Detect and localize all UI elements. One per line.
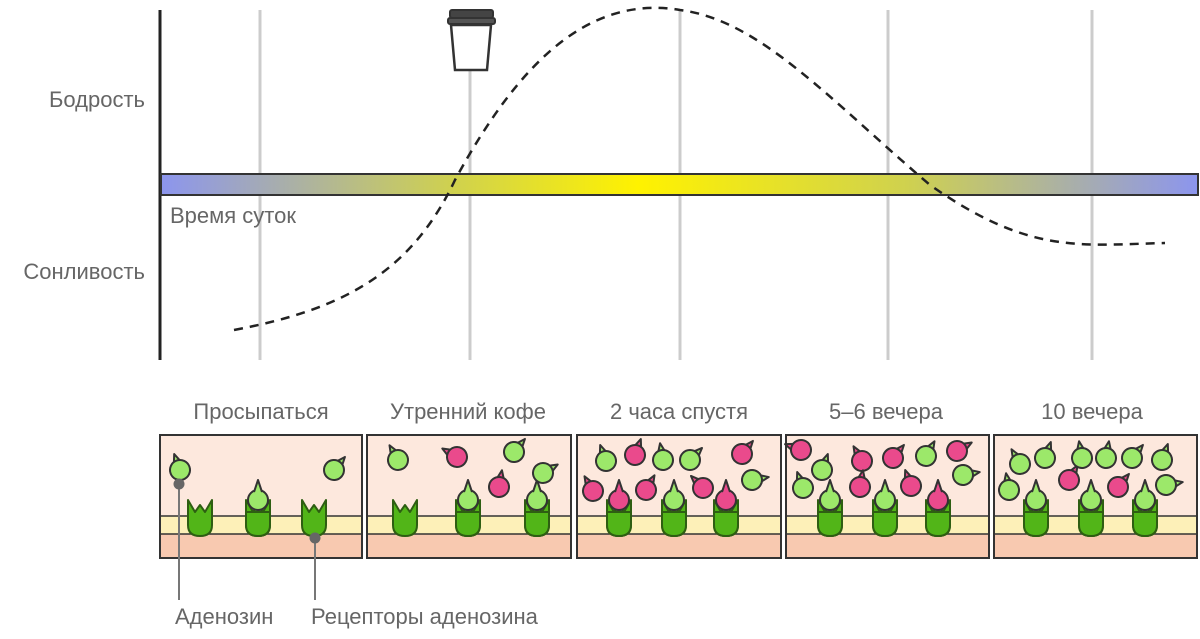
caffeine-molecule	[689, 474, 714, 499]
adenosine-molecule	[679, 446, 704, 471]
adenosine-molecule	[1071, 440, 1093, 469]
adenosine-molecule	[1155, 474, 1184, 496]
adenosine-molecule	[323, 455, 346, 481]
adenosine-molecule	[532, 462, 559, 484]
panel-title-evening: 5–6 вечера	[829, 399, 944, 424]
adenosine-molecule	[952, 464, 981, 486]
adenosine-receptor	[301, 499, 327, 537]
adenosine-molecule	[1034, 441, 1056, 469]
axis-label-alertness: Бодрость	[49, 87, 145, 112]
adenosine-receptor	[817, 499, 843, 538]
adenosine-receptor	[925, 499, 951, 538]
coffee-cup-icon	[447, 9, 496, 72]
receptor-pointer-dot	[309, 532, 321, 544]
time-of-day-label: Время суток	[170, 203, 296, 228]
adenosine-receptor	[872, 499, 898, 538]
adenosine-molecule	[1134, 479, 1156, 511]
adenosine-molecule	[819, 479, 841, 511]
legend-receptors-label: Рецепторы аденозина	[311, 604, 539, 629]
caffeine-molecule	[851, 445, 873, 472]
legend-pointers	[173, 478, 321, 600]
adenosine-molecule	[457, 479, 479, 511]
adenosine-molecule	[247, 479, 269, 511]
time-of-day-bar	[160, 173, 1199, 196]
adenosine-molecule	[792, 471, 814, 499]
adenosine-molecule	[1151, 443, 1173, 471]
adenosine-receptor	[1023, 499, 1049, 538]
adenosine-molecule	[1095, 440, 1117, 469]
adenosine-molecule	[169, 453, 191, 481]
adenosine-receptor	[661, 499, 687, 538]
caffeine-molecule	[488, 469, 510, 498]
caffeine-molecule	[849, 469, 871, 498]
adenosine-receptor	[606, 499, 632, 538]
adenosine-molecule	[526, 479, 548, 511]
panel-title-morning-coffee: Утренний кофе	[390, 399, 546, 424]
caffeine-molecule	[882, 443, 905, 469]
panel-titles: Просыпаться Утренний кофе 2 часа спустя …	[193, 399, 1143, 424]
adenosine-molecule	[741, 469, 770, 491]
adenosine-pointer-dot	[173, 478, 185, 490]
adenosine-receptor	[187, 499, 213, 537]
legend-adenosine-label: Аденозин	[175, 604, 273, 629]
caffeine-molecule	[582, 475, 604, 502]
caffeine-molecule	[1058, 464, 1080, 491]
caffeine-molecule	[731, 439, 754, 465]
adenosine-molecule	[915, 440, 937, 467]
adenosine-molecule	[811, 453, 833, 481]
adenosine-molecule	[998, 472, 1020, 501]
adenosine-receptor	[455, 499, 481, 538]
caffeine-molecule	[608, 479, 630, 511]
caffeine-molecule	[715, 479, 737, 511]
caffeine-molecule	[927, 479, 949, 511]
caffeine-molecule	[1107, 472, 1130, 498]
adenosine-molecule	[1025, 479, 1047, 511]
adenosine-molecule	[1121, 443, 1144, 469]
adenosine-receptor	[245, 499, 271, 538]
caffeine-molecule	[441, 446, 468, 468]
caffeine-molecule	[624, 438, 646, 466]
caffeine-molecule	[900, 469, 922, 497]
adenosine-receptor	[392, 499, 418, 537]
caffeine-molecule	[784, 439, 812, 461]
adenosine-receptor	[1078, 499, 1104, 538]
adenosine-receptor	[713, 499, 739, 538]
alertness-curve	[233, 6, 1166, 332]
receptors	[187, 499, 1158, 538]
caffeine-molecule	[946, 440, 973, 462]
caffeine-molecule	[635, 474, 657, 501]
panel-title-wake-up: Просыпаться	[193, 399, 328, 424]
adenosine-molecule	[663, 479, 685, 511]
panel-title-ten-pm: 10 вечера	[1041, 399, 1143, 424]
adenosine-molecule	[1009, 448, 1031, 475]
adenosine-molecule	[1080, 479, 1102, 511]
adenosine-molecule	[503, 437, 526, 463]
molecules	[169, 437, 1184, 511]
adenosine-receptor	[1132, 499, 1158, 538]
axis-label-sleepiness: Сонливость	[23, 259, 145, 284]
adenosine-molecule	[874, 479, 896, 511]
adenosine-molecule	[652, 442, 674, 471]
adenosine-molecule	[595, 444, 617, 472]
panel-title-two-hours-later: 2 часа спустя	[610, 399, 748, 424]
adenosine-receptor	[524, 499, 550, 538]
adenosine-molecule	[387, 444, 409, 471]
